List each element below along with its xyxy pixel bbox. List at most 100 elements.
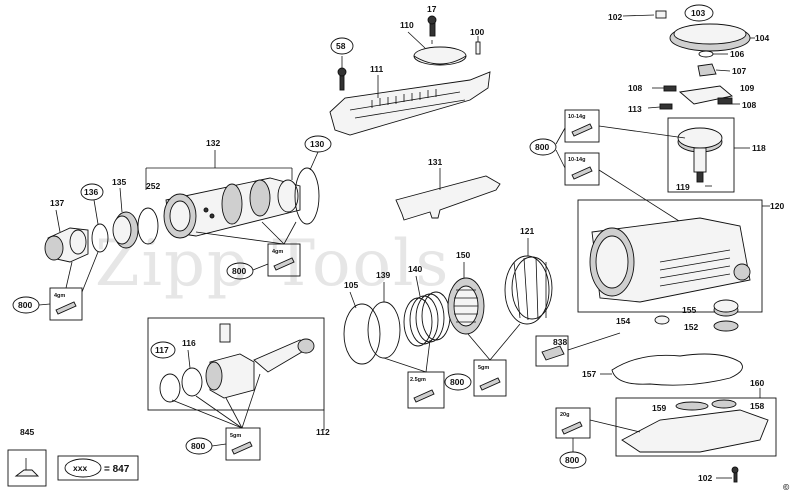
callout-800-a: 800	[535, 142, 549, 152]
callout-120: 120	[770, 201, 784, 211]
callout-139: 139	[376, 270, 390, 280]
bottom-housing-frame	[615, 397, 777, 457]
copyright-mark: ©	[783, 482, 790, 492]
part-845-box	[7, 449, 47, 487]
sleeve-121	[504, 255, 553, 325]
cylinder-icon	[163, 177, 301, 239]
ring-105	[343, 303, 381, 365]
ref-circle-103	[684, 4, 714, 22]
callout-252: 252	[146, 181, 160, 191]
housing-frame	[577, 199, 763, 313]
callout-58: 58	[336, 41, 346, 51]
callout-130: 130	[310, 139, 324, 149]
callout-132: 132	[206, 138, 220, 148]
callout-137: 137	[50, 198, 64, 208]
callout-155: 155	[682, 305, 696, 315]
callout-157: 157	[582, 369, 596, 379]
callout-109: 109	[740, 83, 754, 93]
callout-800-f: 800	[565, 455, 579, 465]
grease-tube-icon-2	[571, 166, 593, 180]
ref-circle-800-a	[529, 138, 557, 156]
callout-113: 113	[628, 104, 642, 114]
callout-159: 159	[652, 403, 666, 413]
grease-label-1014a: 10-14g	[568, 114, 585, 120]
ref-circle-117	[150, 341, 176, 359]
callout-107: 107	[732, 66, 746, 76]
o-ring-130	[294, 167, 320, 225]
callout-152: 152	[684, 322, 698, 332]
part-135	[112, 211, 139, 249]
callout-102-bottom: 102	[698, 473, 712, 483]
bearing-150	[447, 277, 485, 335]
grease-label-4gm-b: 4gm	[54, 293, 65, 299]
callout-136: 136	[84, 187, 98, 197]
callout-117: 117	[155, 345, 169, 355]
callout-112: 112	[316, 427, 330, 437]
callout-150: 150	[456, 250, 470, 260]
gasket-157	[611, 353, 743, 386]
legend-equals: = 847	[104, 464, 130, 475]
callout-800-c: 800	[232, 266, 246, 276]
callout-140: 140	[408, 264, 422, 274]
callout-135: 135	[112, 177, 126, 187]
callout-17: 17	[427, 4, 437, 14]
grease-label-5gm-a: 5gm	[230, 433, 241, 439]
callout-105: 105	[344, 280, 358, 290]
piston-icon	[205, 323, 315, 399]
callout-158: 158	[750, 401, 764, 411]
bracket-131	[395, 175, 501, 221]
callout-116: 116	[182, 338, 196, 348]
grease-box-b	[564, 152, 600, 186]
grease-tube-icon	[571, 123, 593, 137]
gear-icon	[677, 127, 723, 187]
gear-subassembly-frame	[667, 117, 735, 193]
grease-label-25gm: 2.5gm	[410, 377, 426, 383]
ref-circle-800-d	[444, 373, 472, 391]
grease-label-5gm-b: 5gm	[478, 365, 489, 371]
callout-160: 160	[750, 378, 764, 388]
ref-circle-58	[330, 37, 354, 55]
ref-circle-800-f	[559, 451, 587, 469]
ring-136	[91, 223, 109, 253]
bearings-155-152	[654, 299, 739, 332]
callout-800-e: 800	[191, 441, 205, 451]
part-137	[44, 227, 89, 263]
bottom-housing-icon	[621, 399, 769, 453]
legend-code: xxx	[73, 463, 87, 473]
callout-111: 111	[370, 64, 384, 74]
motor-housing-icon	[589, 217, 751, 303]
legend-frame	[57, 455, 139, 481]
callout-118: 118	[752, 143, 766, 153]
cover-assembly	[329, 15, 491, 136]
callout-131: 131	[428, 157, 442, 167]
gearbox-top-parts	[622, 10, 755, 110]
callout-103: 103	[691, 8, 705, 18]
callout-110: 110	[400, 20, 414, 30]
callout-800-d: 800	[450, 377, 464, 387]
callout-106: 106	[730, 49, 744, 59]
legend-code-circle	[64, 458, 102, 478]
callout-100: 100	[470, 27, 484, 37]
ring-139	[367, 301, 401, 359]
grease-label-1014b: 10-14g	[568, 157, 585, 163]
part-838-box	[535, 335, 569, 367]
callout-838: 838	[553, 337, 567, 347]
callout-845: 845	[20, 427, 34, 437]
grease-label-20g: 20g	[560, 412, 569, 418]
callout-108-right: 108	[742, 100, 756, 110]
grease-label-4gm-a: 4gm	[272, 249, 283, 255]
callout-108-left: 108	[628, 83, 642, 93]
watermark: Zipp Tools	[95, 227, 450, 301]
piston-rings	[159, 367, 203, 403]
ref-circle-136	[80, 183, 104, 201]
callout-154: 154	[616, 316, 630, 326]
callout-104: 104	[755, 33, 769, 43]
callout-800-b: 800	[18, 300, 32, 310]
callout-102-top: 102	[608, 12, 622, 22]
piston-subassembly-frame	[147, 317, 325, 411]
callout-121: 121	[520, 226, 534, 236]
ref-circle-800-c	[226, 262, 254, 280]
callout-119: 119	[676, 182, 690, 192]
